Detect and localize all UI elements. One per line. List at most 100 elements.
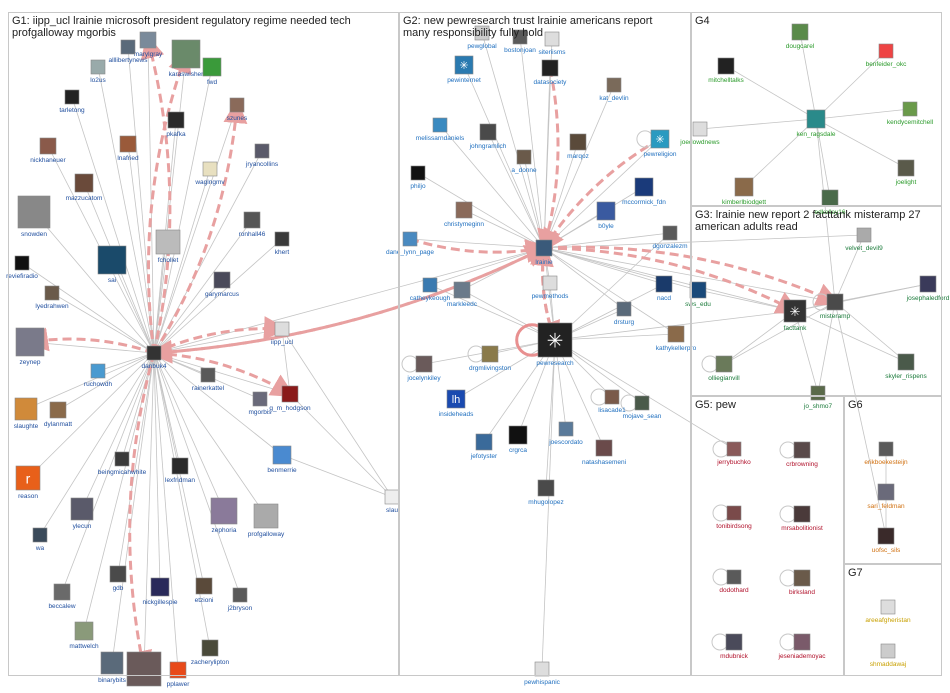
node-dane_lynn_page[interactable]: dane_lynn_page [386,231,434,256]
node-kathykellerpro[interactable]: kathykellerpro [656,325,697,352]
node-sari_feldman[interactable]: sari_feldman [867,483,905,510]
node-drsturg[interactable]: drsturg [614,301,635,326]
node-pkafka[interactable]: pkafka [166,111,186,138]
node-waglngmv[interactable]: waglngmv [194,161,225,186]
node-pewhispanic[interactable]: pewhispanic [524,661,561,686]
node-sai[interactable]: sai [97,245,127,284]
node-khert[interactable]: khert [274,231,290,256]
node-areeafgheristan[interactable]: areeafgheristan [865,599,911,624]
node-joedowdnews[interactable]: joedowdnews [679,121,720,146]
node-edkelley16[interactable]: edkelley16 [814,189,846,216]
node-etzioni[interactable]: etzioni [195,577,214,604]
node-rainerkattel[interactable]: rainerkattel [192,367,225,392]
node-mhugolopez[interactable]: mhugolopez [528,479,564,506]
node-tarletong[interactable]: tarletong [59,89,85,114]
node-slaughte[interactable]: slaughte [14,397,39,430]
node-pewreligion[interactable]: ✳pewreligion [644,129,677,158]
node-marylgray[interactable]: marylgray [134,31,163,58]
node-josephaledford[interactable]: josephaledford [906,275,950,302]
node-b0yle[interactable]: b0yle [596,201,616,230]
node-kat_devlin[interactable]: kat_devlin [599,77,629,102]
node-benfeider_okc[interactable]: benfeider_okc [866,43,908,68]
node-drgmlivingston[interactable]: drgmlivingston [469,345,511,372]
node-lrainie[interactable]: lrainie [535,239,553,266]
node-shmaddawaj[interactable]: shmaddawaj [870,643,907,668]
node-lo2us[interactable]: lo2us [90,59,107,84]
node-dylanmatt[interactable]: dylanmatt [44,401,72,428]
node-alllibertynews[interactable]: alllibertynews [108,39,148,64]
node-danbuk4[interactable]: danbuk4 [142,345,167,370]
node-philjo[interactable]: philjo [410,165,426,190]
node-tonibirdsong[interactable]: tonibirdsong [716,505,752,530]
node-karaswisher[interactable]: karaswisher [169,39,205,78]
node-misteramp[interactable]: misteramp [820,293,851,320]
node-mccormick_fdn[interactable]: mccormick_fdn [622,177,666,206]
node-olliegianvill[interactable]: olliegianvill [708,355,740,382]
node-mdubnick[interactable]: mdubnick [720,633,749,660]
node-pplawer[interactable]: pplawer [167,661,191,688]
node-a_donne[interactable]: a_donne [511,149,537,174]
node-natashasemeni[interactable]: natashasemeni [582,439,626,466]
node-benmerrie[interactable]: benmerrie [267,445,297,474]
node-dodothard[interactable]: dodothard [719,569,749,594]
node-joescordato[interactable]: joescordato [548,421,583,446]
node-zeynep[interactable]: zeynep [15,327,45,366]
node-mazzucatom[interactable]: mazzucatom [66,173,103,202]
node-birksland[interactable]: birksland [789,569,815,596]
node-crbrowning[interactable]: crbrowning [786,441,818,468]
node-gdb[interactable]: gdb [109,565,127,592]
node-johngramlich[interactable]: johngramlich [469,123,507,150]
node-dougcarel[interactable]: dougcarel [786,23,815,50]
node-erikboekesteijn[interactable]: erikboekesteijn [864,441,908,466]
node-velvet_devil9[interactable]: velvet_devil9 [845,227,883,252]
node-mitchelltalks[interactable]: mitchelltalks [708,57,744,84]
node-bostonjoan[interactable]: bostonjoan [504,29,536,54]
node-wa[interactable]: wa [32,527,48,552]
node-pewinternet[interactable]: ✳pewinternet [447,55,481,84]
node-reviefiradio[interactable]: reviefiradio [6,255,38,280]
node-zephoria[interactable]: zephoria [210,497,238,534]
node-kendycemitchell[interactable]: kendycemitchell [887,101,934,126]
node-christymeginn[interactable]: christymeginn [444,201,484,228]
node-fchollet[interactable]: fchollet [155,229,181,264]
node-crgrca[interactable]: crgrca [508,425,527,454]
node-mrsabolitionist[interactable]: mrsabolitionist [781,505,823,532]
node-markleedc[interactable]: markleedc [447,281,478,308]
node-lyedrahwen[interactable]: lyedrahwen [35,285,69,310]
node-beccalew[interactable]: beccalew [48,583,76,610]
node-jeseniademoyac[interactable]: jeseniademoyac [778,633,827,660]
node-facttank[interactable]: ✳facttank [784,299,808,332]
node-pewresearch[interactable]: ✳pewresearch [536,322,574,367]
node-lnafried[interactable]: lnafried [117,135,139,162]
node-szunes[interactable]: szunes [227,97,248,122]
node-pewmethods[interactable]: pewmethods [532,275,570,300]
node-fwd[interactable]: fwd [202,57,222,86]
node-g_m_hodgson[interactable]: g_m_hodgson [269,385,311,412]
node-mgorbis[interactable]: mgorbis [248,391,272,416]
node-kimberlbiodgett[interactable]: kimberlbiodgett [722,177,766,206]
node-siteriisms[interactable]: siteriisms [538,31,566,56]
node-pewglobal[interactable]: pewglobal [467,25,497,50]
node-jocelynkiley[interactable]: jocelynkiley [406,355,441,382]
node-ronhall46[interactable]: ronhall46 [239,211,266,238]
node-lexfridman[interactable]: lexfridman [165,457,195,484]
node-j2bryson[interactable]: j2bryson [227,587,253,612]
node-jryancollins[interactable]: jryancollins [245,143,279,168]
node-ylecun[interactable]: ylecun [70,497,94,530]
node-jefotyster[interactable]: jefotyster [470,433,498,460]
node-ruchowdh[interactable]: ruchowdh [84,363,113,388]
node-skyler_rispens[interactable]: skyler_rispens [885,353,928,380]
node-profgalloway[interactable]: profgalloway [248,503,285,538]
node-marqoz[interactable]: marqoz [567,133,589,160]
node-iipp_ucl[interactable]: iipp_ucl [271,321,294,346]
node-melissarndaniels[interactable]: melissarndaniels [416,117,465,142]
node-mattwelch[interactable]: mattwelch [69,621,99,650]
node-binarybits[interactable]: binarybits [98,651,127,684]
node-datasociety[interactable]: datasociety [534,59,568,86]
node-garymarcus[interactable]: garymarcus [205,271,240,298]
node-ken_ragsdale[interactable]: ken_ragsdale [796,109,836,138]
node-zacherylipton[interactable]: zacherylipton [191,639,230,666]
node-uofsc_sils[interactable]: uofsc_sils [872,527,901,554]
